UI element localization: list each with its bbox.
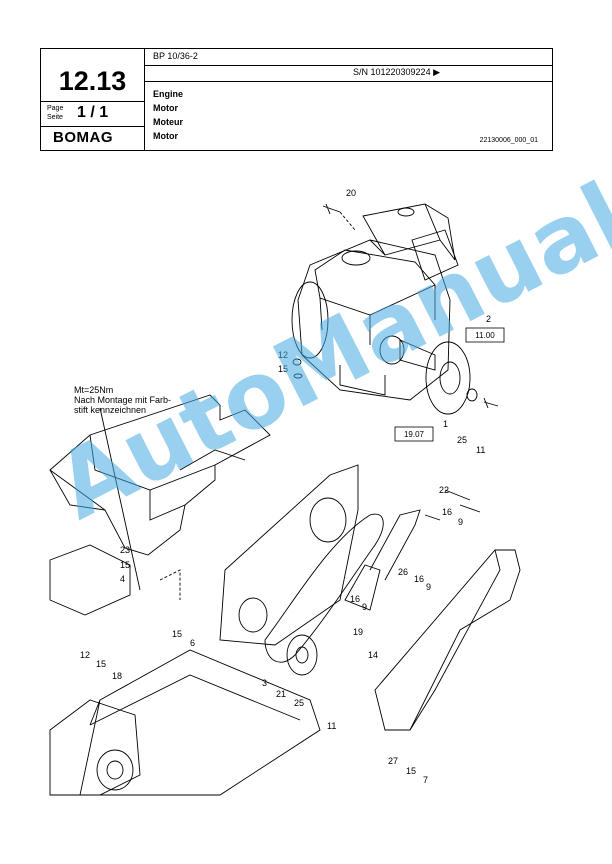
callout-15b: 15 bbox=[120, 560, 130, 570]
frame bbox=[49, 394, 271, 556]
drive-pulley bbox=[286, 634, 318, 676]
model-name: BP 10/36-2 bbox=[153, 51, 198, 61]
callout-2: 2 bbox=[486, 314, 491, 324]
divider bbox=[41, 126, 144, 127]
page-label: Page Seite bbox=[47, 105, 64, 121]
engine-housing bbox=[297, 239, 451, 401]
mount-plate bbox=[219, 464, 359, 646]
callout-15c: 15 bbox=[172, 629, 182, 639]
callout-21: 21 bbox=[276, 689, 286, 699]
engine-flywheel bbox=[291, 281, 329, 359]
callout-7: 7 bbox=[423, 775, 428, 785]
v-belt bbox=[264, 513, 384, 663]
part-group-titles: Engine Motor Moteur Motor bbox=[153, 87, 183, 143]
title-block: 12.13 BP 10/36-2 S/N 101220309224 ▶ Page… bbox=[40, 48, 553, 151]
callout-9: 9 bbox=[458, 517, 463, 527]
title-fr: Moteur bbox=[153, 117, 183, 127]
callout-11: 11 bbox=[476, 445, 485, 455]
callout-23: 23 bbox=[120, 545, 130, 555]
note-line-3: stift kennzeichnen bbox=[74, 405, 146, 415]
callout-18: 18 bbox=[112, 671, 122, 681]
divider bbox=[41, 101, 144, 102]
callout-20: 20 bbox=[346, 188, 356, 198]
document-id: 22130006_000_01 bbox=[479, 137, 538, 144]
callout-22: 22 bbox=[439, 485, 449, 495]
exploded-view-drawing: 11.00 19.07 Mt=25Nm Nach Montage mit Far… bbox=[49, 188, 521, 796]
divider bbox=[144, 81, 552, 82]
callout-9b: 9 bbox=[426, 582, 431, 592]
callout-19: 19 bbox=[353, 627, 363, 637]
callout-6: 6 bbox=[190, 638, 195, 648]
callout-25b: 25 bbox=[294, 698, 304, 708]
title-es: Motor bbox=[153, 131, 178, 141]
callout-11b: 11 bbox=[327, 721, 336, 731]
callout-12: 12 bbox=[278, 350, 288, 360]
bomag-logo: BOMAG bbox=[53, 129, 113, 146]
note-line-1: Mt=25Nm bbox=[74, 385, 113, 395]
callout-12b: 12 bbox=[80, 650, 90, 660]
callout-15d: 15 bbox=[96, 659, 106, 669]
note-line-2: Nach Montage mit Farb- bbox=[74, 395, 171, 405]
callout-25: 25 bbox=[457, 435, 467, 445]
page-number: 1 / 1 bbox=[77, 104, 109, 121]
callout-27: 27 bbox=[388, 756, 398, 766]
callout-3: 3 bbox=[262, 678, 267, 688]
ref-box-1907: 19.07 bbox=[394, 426, 434, 442]
belt-guard bbox=[374, 549, 521, 731]
engine-pulley bbox=[425, 341, 471, 415]
callout-1: 1 bbox=[443, 419, 448, 429]
ref-box-1100: 11.00 bbox=[465, 327, 505, 343]
svg-text:19.07: 19.07 bbox=[404, 430, 425, 439]
title-de: Motor bbox=[153, 103, 178, 113]
callout-16: 16 bbox=[442, 507, 452, 517]
callout-16b: 16 bbox=[414, 574, 424, 584]
divider bbox=[144, 49, 145, 150]
callout-14: 14 bbox=[368, 650, 378, 660]
exciter bbox=[49, 699, 141, 796]
engine-tank bbox=[314, 249, 436, 316]
divider bbox=[144, 65, 552, 66]
callout-15: 15 bbox=[278, 364, 288, 374]
callout-9c: 9 bbox=[362, 602, 367, 612]
callout-15e: 15 bbox=[406, 766, 416, 776]
serial-number: S/N 101220309224 ▶ bbox=[353, 67, 440, 77]
callout-4: 4 bbox=[120, 574, 125, 584]
section-number: 12.13 bbox=[58, 66, 127, 96]
callout-26: 26 bbox=[398, 567, 408, 577]
title-en: Engine bbox=[153, 89, 184, 99]
svg-text:11.00: 11.00 bbox=[475, 331, 495, 340]
callout-16c: 16 bbox=[350, 594, 360, 604]
